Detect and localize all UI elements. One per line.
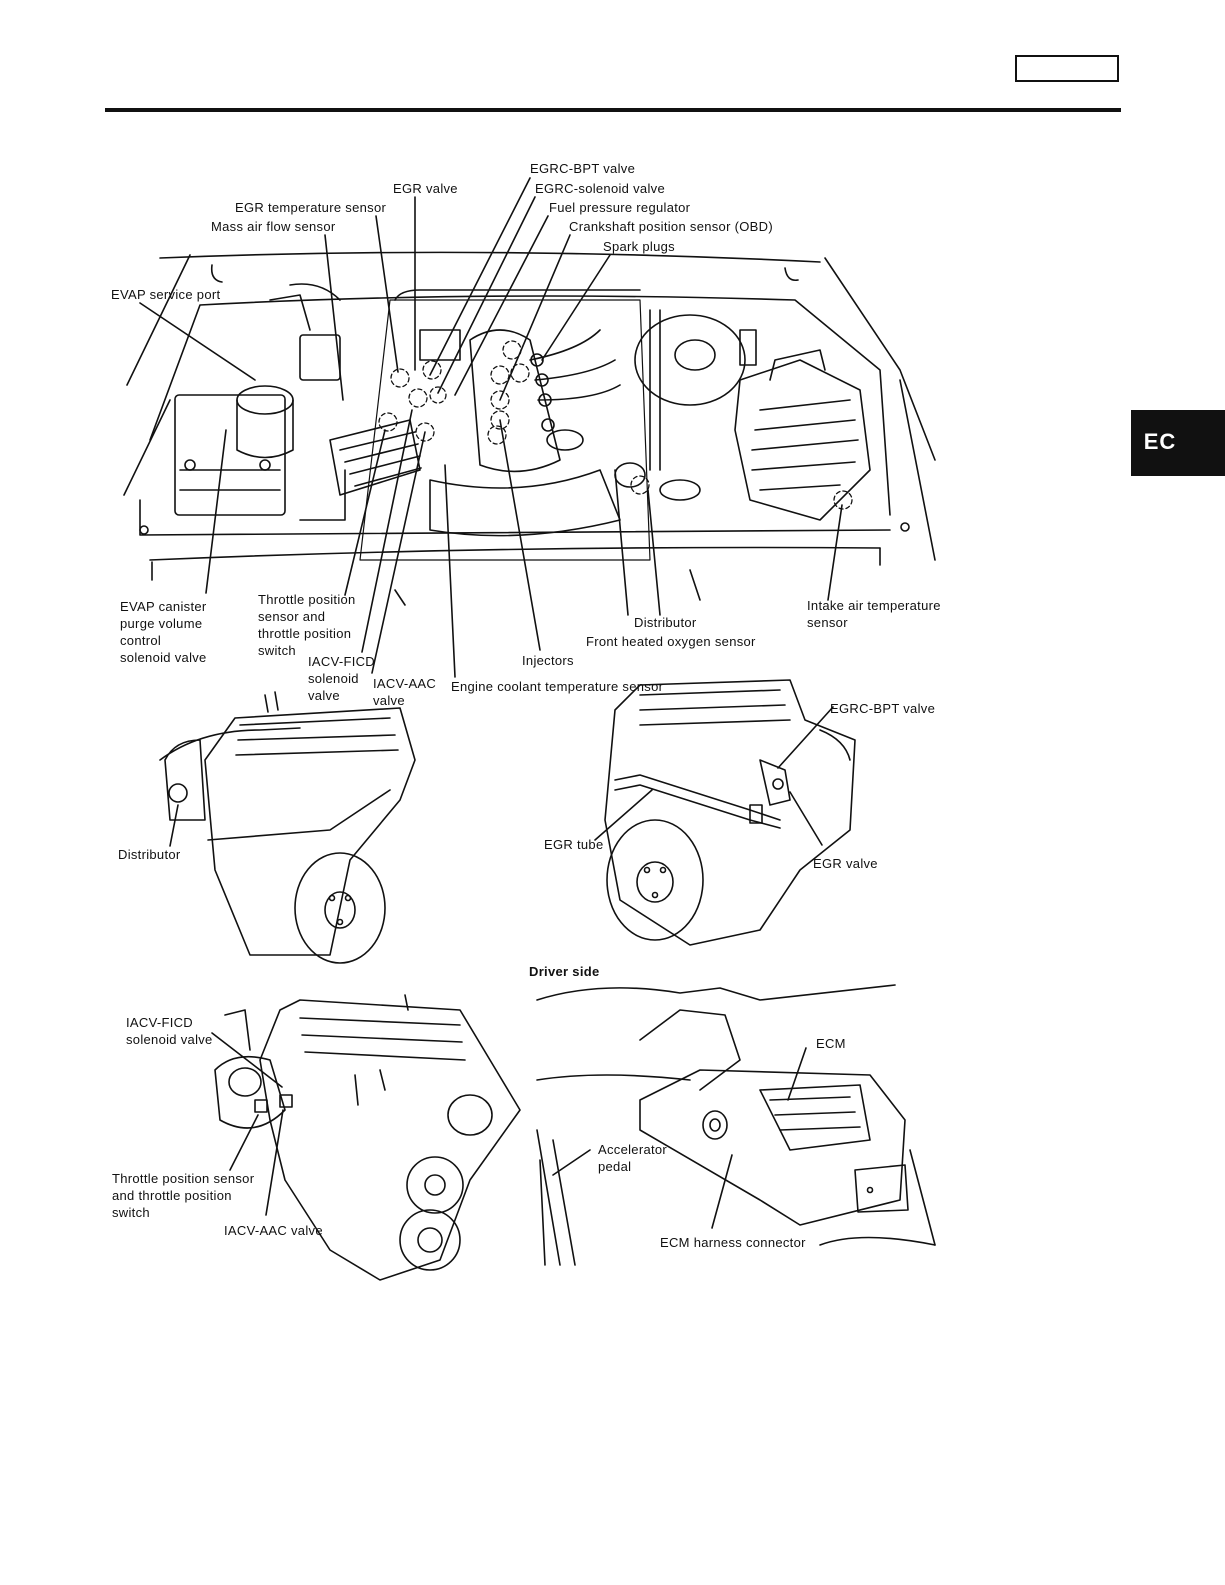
label-fuel-pressure-regulator: Fuel pressure regulator: [549, 200, 691, 215]
label-injectors: Injectors: [522, 653, 574, 668]
driver-side-ecm-illustration: [536, 984, 936, 1266]
label-egrc-bpt-valve: EGRC-BPT valve: [530, 161, 636, 176]
label-distributor-top: Distributor: [634, 615, 697, 630]
label-ecm: ECM: [816, 1036, 846, 1051]
section-header-box: [1015, 55, 1119, 82]
label-distributor-middle: Distributor: [118, 847, 181, 862]
label-iacv-ficd: IACV-FICD solenoid valve: [308, 654, 375, 703]
section-tab-label: EC: [1143, 429, 1177, 454]
engine-throttle-body-illustration: [211, 994, 521, 1281]
label-ecm-harness-connector: ECM harness connector: [660, 1235, 806, 1250]
label-engine-coolant-temperature-sensor: Engine coolant temperature sensor: [451, 679, 664, 694]
label-iacv-aac: IACV-AAC valve: [373, 676, 437, 708]
label-spark-plugs: Spark plugs: [603, 239, 675, 254]
label-throttle-position-sensor-bottom: Throttle position sensor and throttle po…: [112, 1171, 255, 1220]
label-egr-temperature-sensor: EGR temperature sensor: [235, 200, 387, 215]
engine-distributor-side-illustration: [159, 691, 416, 964]
label-crankshaft-position-sensor: Crankshaft position sensor (OBD): [569, 219, 773, 234]
driver-side-title: Driver side: [529, 964, 600, 979]
section-tab[interactable]: EC: [1131, 410, 1225, 476]
header-rule: [105, 108, 1121, 112]
label-egrc-bpt-valve-middle: EGRC-BPT valve: [830, 701, 936, 716]
label-iacv-ficd-bottom: IACV-FICD solenoid valve: [126, 1015, 213, 1047]
label-egr-tube: EGR tube: [544, 837, 604, 852]
label-evap-canister-purge: EVAP canister purge volume control solen…: [120, 599, 207, 665]
label-egr-valve: EGR valve: [393, 181, 458, 196]
engine-compartment-illustration: [123, 177, 936, 678]
label-accelerator-pedal: Accelerator pedal: [598, 1142, 668, 1174]
label-intake-air-temperature-sensor: Intake air temperature sensor: [807, 598, 941, 630]
label-mass-air-flow-sensor: Mass air flow sensor: [211, 219, 336, 234]
engine-egr-side-illustration: [594, 679, 856, 946]
label-evap-service-port: EVAP service port: [111, 287, 221, 302]
label-egrc-solenoid-valve: EGRC-solenoid valve: [535, 181, 665, 196]
label-front-heated-oxygen-sensor: Front heated oxygen sensor: [586, 634, 756, 649]
label-throttle-position-sensor: Throttle position sensor and throttle po…: [258, 592, 356, 658]
label-iacv-aac-bottom: IACV-AAC valve: [224, 1223, 323, 1238]
label-egr-valve-middle: EGR valve: [813, 856, 878, 871]
